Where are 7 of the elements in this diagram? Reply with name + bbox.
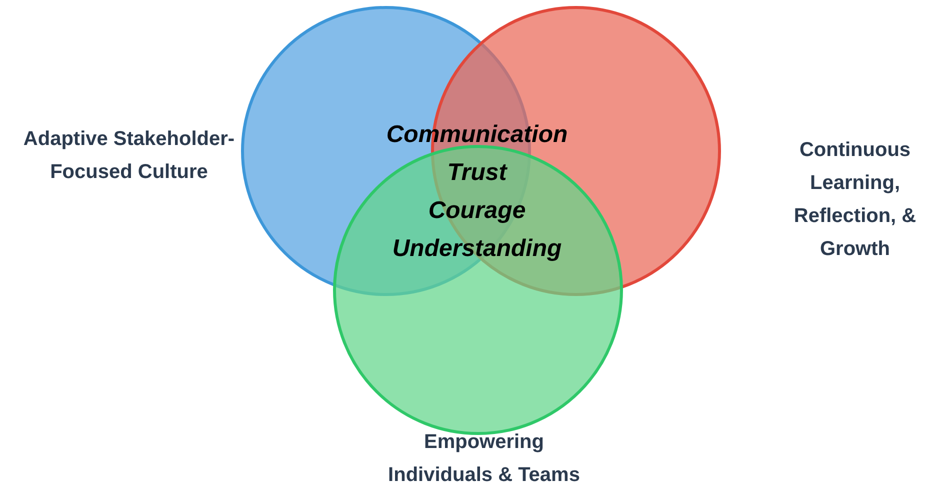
circle-label: Continuous Learning, Reflection, & Growth <box>792 138 918 262</box>
core-value-text: Courage <box>428 196 526 226</box>
core-value-text: Communication <box>386 120 568 150</box>
core-value-text: Understanding <box>392 234 562 264</box>
circle-label: Empowering Individuals & Teams <box>387 430 581 485</box>
core-value-text: Trust <box>447 158 507 188</box>
circle-label: Adaptive Stakeholder-Focused Culture <box>22 127 236 185</box>
